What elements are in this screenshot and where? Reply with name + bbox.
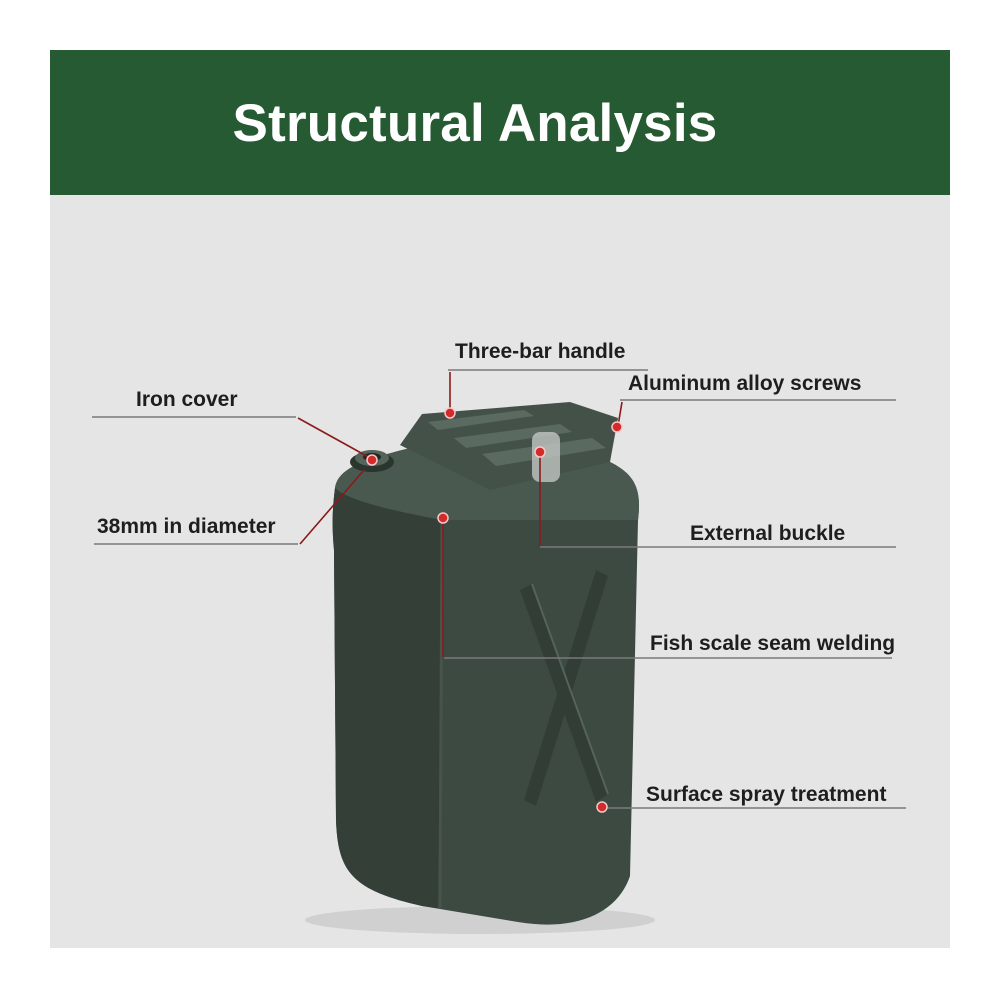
callout-dot-icon — [534, 446, 546, 458]
leader-iron-cover — [297, 417, 373, 460]
jerry-can-icon — [332, 402, 639, 925]
page-title: Structural Analysis — [232, 94, 718, 153]
callout-dot-icon — [596, 801, 608, 813]
banner-background — [50, 50, 950, 195]
callout-dot-icon — [611, 421, 623, 433]
diagram-panel: Structural Analysis — [50, 50, 950, 948]
title-banner — [50, 50, 950, 195]
label-external-buckle: External buckle — [690, 522, 846, 545]
label-three-bar-handle: Three-bar handle — [455, 340, 626, 363]
buckle-clamp — [532, 432, 560, 482]
label-diameter: 38mm in diameter — [97, 515, 276, 538]
leader-diameter — [299, 469, 365, 545]
jerry-can-diagram — [92, 369, 906, 934]
body-edge-highlight — [438, 519, 444, 909]
can-side-face — [332, 488, 442, 908]
label-surface-spray-treatment: Surface spray treatment — [646, 783, 887, 806]
callout-dot-icon — [444, 407, 456, 419]
handle-bar-1 — [428, 410, 534, 430]
handle-bar-2 — [454, 424, 572, 448]
embossed-x-highlight — [531, 583, 609, 795]
embossed-x-right-stroke — [524, 570, 608, 806]
label-aluminum-alloy-screws: Aluminum alloy screws — [628, 372, 862, 395]
label-iron-cover: Iron cover — [136, 388, 238, 411]
callout-dot-icon — [437, 512, 449, 524]
callout-dot-icon — [366, 454, 378, 466]
label-fish-scale-seam-welding: Fish scale seam welding — [650, 632, 896, 655]
